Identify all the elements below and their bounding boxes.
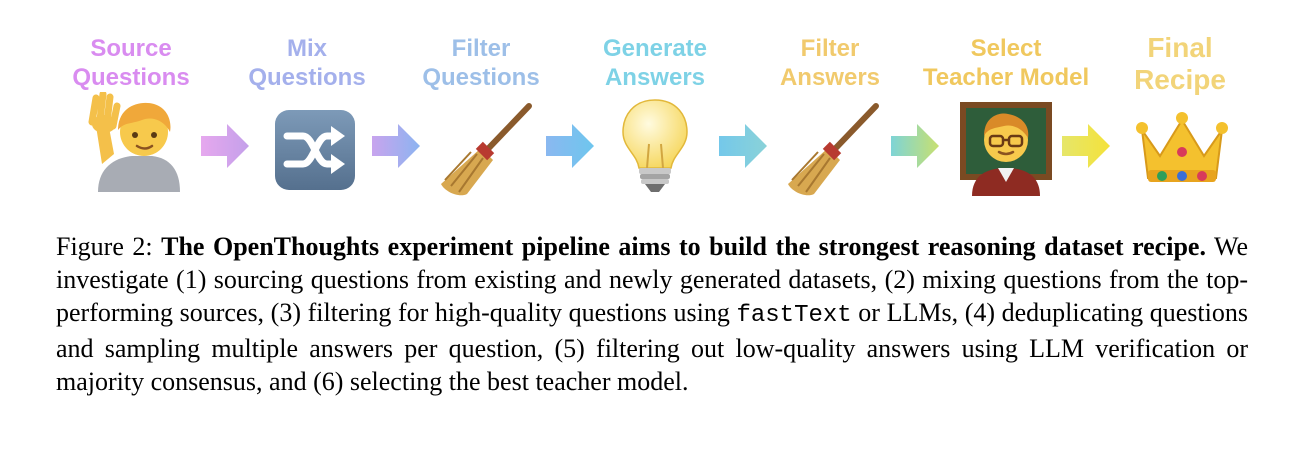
stage-label-line1: Generate (602, 35, 708, 62)
stage-final-recipe-label: Final Recipe (1080, 32, 1280, 96)
stage-label-line1: Final (1147, 32, 1213, 63)
teacher-icon (956, 96, 1056, 196)
broom-icon (437, 102, 537, 202)
stage-filter-questions-label: Filter Questions (381, 34, 581, 92)
stage-label-line2: Recipe (1134, 64, 1226, 95)
pipeline-diagram: Source Questions Mix Questions (0, 0, 1302, 200)
raising-hand-person-icon (88, 92, 188, 192)
pipeline-arrow (546, 124, 594, 168)
stage-label-line1: Mix (286, 35, 327, 62)
stage-label-line2: Questions (72, 64, 190, 91)
stage-mix-questions-label: Mix Questions (207, 34, 407, 92)
pipeline-arrow (891, 124, 939, 168)
pipeline-arrow (719, 124, 767, 168)
shuffle-icon (263, 100, 363, 200)
pipeline-arrow (372, 124, 420, 168)
stage-label-line1: Source (90, 35, 172, 62)
pipeline-arrow (1062, 124, 1110, 168)
caption-lead: The OpenThoughts experiment pipeline aim… (161, 232, 1206, 261)
stage-label-line1: Filter (800, 35, 860, 62)
caption-figure-number: Figure 2: (56, 232, 162, 261)
stage-label-line2: Questions (248, 64, 366, 91)
stage-label-line2: Answers (604, 64, 706, 91)
caption-body-continued: or LLMs, (4) deduplicating questions and… (56, 298, 1248, 396)
caption-body: We investigate (1) sourcing questions fr… (56, 232, 1248, 327)
broom-icon (784, 102, 884, 202)
stage-label-line1: Select (970, 35, 1042, 62)
stage-generate-answers-label: Generate Answers (555, 34, 755, 92)
stage-label-line2: Answers (779, 64, 881, 91)
stage-select-teacher-model-label: Select Teacher Model (906, 34, 1106, 92)
stage-label-line2: Teacher Model (922, 64, 1090, 91)
stage-filter-answers-label: Filter Answers (730, 34, 930, 92)
pipeline-arrow (201, 124, 249, 168)
stage-label-line2: Questions (422, 64, 540, 91)
light-bulb-icon (605, 96, 705, 196)
crown-icon (1132, 100, 1232, 200)
figure-caption: Figure 2: The OpenThoughts experiment pi… (56, 230, 1248, 398)
stage-source-questions-label: Source Questions (31, 34, 231, 92)
caption-code: fastText (736, 302, 852, 329)
stage-label-line1: Filter (451, 35, 511, 62)
